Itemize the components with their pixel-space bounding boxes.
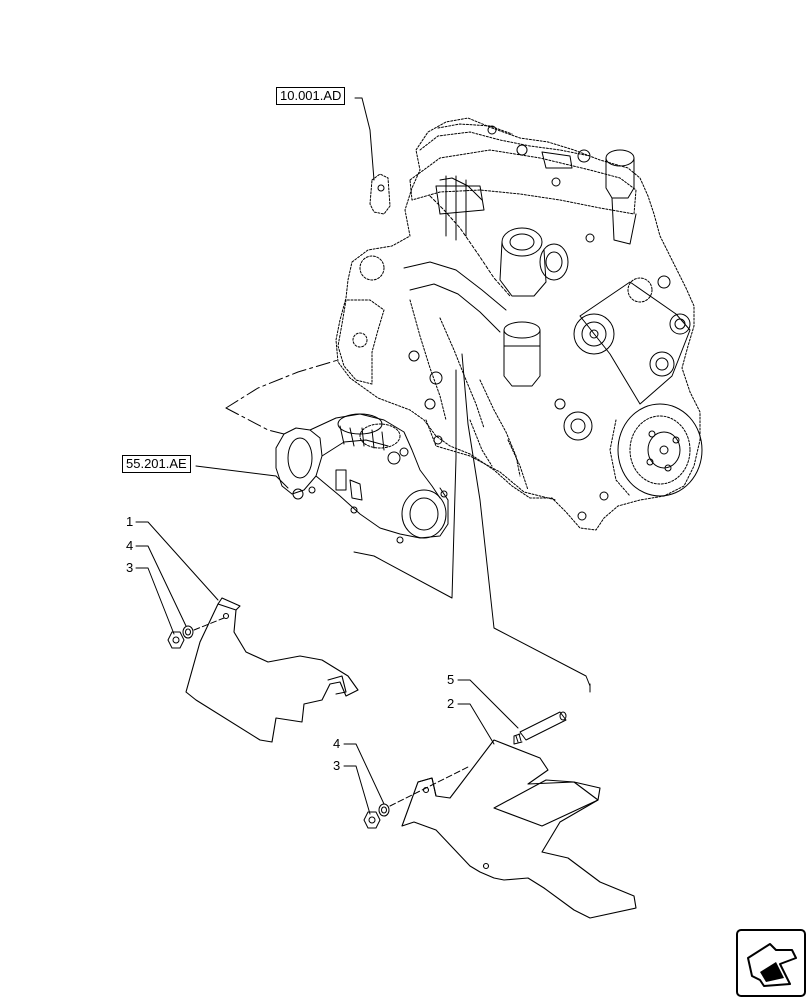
callout-lower-item-4: 4 bbox=[333, 736, 341, 751]
engine-reference-label[interactable]: 10.001.AD bbox=[276, 87, 346, 105]
leader-lower-5 bbox=[457, 679, 519, 729]
callout-lower-item-3: 3 bbox=[333, 758, 341, 773]
starter-reference-label[interactable]: 55.201.AE bbox=[122, 455, 191, 473]
assembly-lines bbox=[225, 353, 591, 693]
callout-upper-item-3: 3 bbox=[126, 560, 134, 575]
lower-fasteners bbox=[363, 765, 471, 829]
upper-fasteners bbox=[167, 617, 225, 649]
leader-starter-ref bbox=[195, 465, 289, 489]
leader-lower-2 bbox=[457, 703, 495, 745]
starter-motor bbox=[275, 413, 449, 544]
leader-lower-3 bbox=[343, 765, 371, 815]
leader-lower-4 bbox=[343, 743, 385, 805]
callout-upper-item-4: 4 bbox=[126, 538, 134, 553]
lower-heat-shield bbox=[401, 739, 637, 919]
leader-upper-3 bbox=[135, 567, 175, 635]
callout-upper-item-1: 1 bbox=[126, 514, 134, 529]
callout-lower-item-2: 2 bbox=[447, 696, 455, 711]
leader-engine-ref bbox=[354, 97, 375, 181]
engine-assembly bbox=[335, 117, 703, 531]
next-page-arrow-icon[interactable] bbox=[736, 929, 806, 997]
callout-lower-item-5: 5 bbox=[447, 672, 455, 687]
upper-heat-shield bbox=[185, 597, 359, 743]
stud-item-5 bbox=[513, 711, 567, 745]
leader-upper-1 bbox=[135, 521, 219, 601]
leader-upper-4 bbox=[135, 545, 187, 627]
